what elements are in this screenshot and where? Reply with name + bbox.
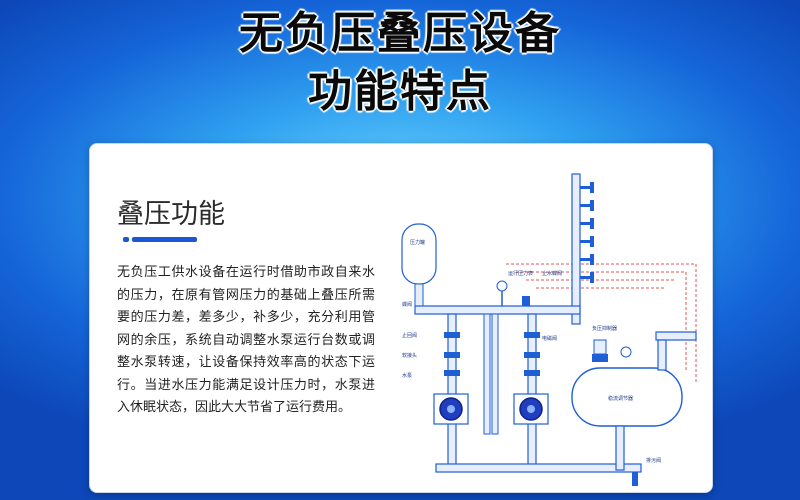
pressure-tank: 压力罐 — [401, 223, 437, 313]
drain-valve-body — [632, 472, 638, 486]
label-negative-pressure-ctrl: 负压抑制器 — [592, 325, 617, 332]
label-drain-valve: 排污阀 — [646, 457, 661, 464]
feature-card: 叠压功能 无负压工供水设备在运行时借助市政自来水的压力，在原有管网压力的基础上叠… — [89, 143, 713, 493]
title-accent-bar — [123, 237, 197, 242]
section-title: 叠压功能 — [117, 199, 225, 230]
label-valve-top: 蝶阀 — [402, 301, 412, 308]
label-pressure-tank: 压力罐 — [410, 239, 425, 246]
riser-pipe — [571, 173, 594, 325]
pump-branch-1 — [433, 313, 469, 469]
outlet-gauge: 运行压力表 止水蝶阀 — [496, 270, 562, 306]
label-pump: 水泵 — [402, 372, 412, 379]
system-diagram: 压力罐 运行压力表 止水蝶阀 — [401, 173, 697, 486]
page-subtitle: 功能特点 — [308, 66, 492, 117]
section-description: 无负压工供水设备在运行时借助市政自来水的压力，在原有管网压力的基础上叠压所需要的… — [117, 265, 375, 415]
header-pipe-top — [414, 305, 581, 315]
stabilizer: 负压抑制器 电磁阀 稳流调节器 — [542, 325, 697, 471]
label-soft-joint: 软接头 — [402, 352, 417, 359]
page-title: 无负压叠压设备 — [239, 8, 561, 59]
bypass-pipe — [483, 313, 491, 435]
bypass-pipe — [491, 313, 499, 435]
label-control-panel: 运行压力表 — [508, 270, 533, 277]
label-check-valve-out: 止水蝶阀 — [542, 270, 562, 277]
label-check-valve: 止回阀 — [402, 332, 417, 339]
suction-header — [435, 463, 642, 473]
label-electric-valve: 电磁阀 — [542, 335, 557, 342]
pump-branch-2 — [513, 313, 549, 469]
label-stabilizer-tank: 稳流调节器 — [608, 395, 633, 402]
